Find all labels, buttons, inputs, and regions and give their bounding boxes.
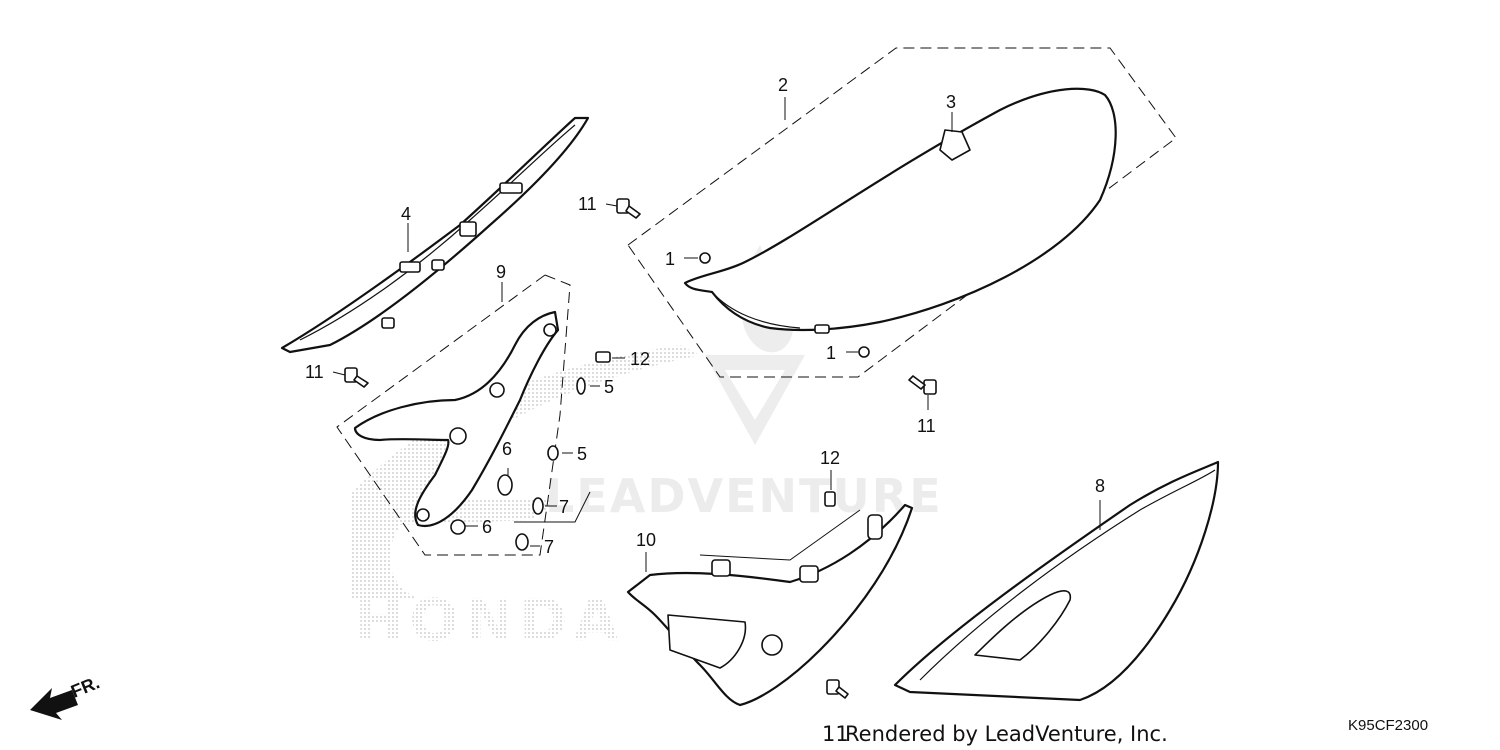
diagram-code: K95CF2300 xyxy=(1348,717,1428,734)
honda-watermark-text: HONDA xyxy=(355,586,624,654)
nut-1-a xyxy=(699,252,711,264)
bolt-11-left xyxy=(344,367,369,388)
bolt-11-right xyxy=(908,375,937,395)
callout-10: 10 xyxy=(636,530,656,550)
callouts: 2 3 4 9 11 1 1 11 11 12 5 5 6 6 7 7 12 8… xyxy=(305,75,1105,557)
footer-credit: Rendered by LeadVenture, Inc. xyxy=(845,722,1168,746)
seat-group-outline xyxy=(627,47,1177,378)
callout-12-b: 12 xyxy=(820,448,840,468)
side-cover-8 xyxy=(893,460,1220,702)
fasteners xyxy=(344,198,937,699)
callout-11-top: 11 xyxy=(578,194,597,214)
nut-1-b xyxy=(858,346,870,358)
callout-6-a: 6 xyxy=(502,439,512,459)
callout-11-left: 11 xyxy=(305,362,324,382)
callout-5-a: 5 xyxy=(604,377,614,397)
bolt-12-a xyxy=(595,351,611,363)
side-rail xyxy=(280,116,590,354)
side-cover-left xyxy=(626,503,914,707)
frame-cover xyxy=(353,310,560,528)
callout-8: 8 xyxy=(1095,476,1105,496)
bolt-12-b xyxy=(824,491,836,507)
v-logo-icon xyxy=(705,355,805,445)
callout-7-b: 7 xyxy=(544,537,554,557)
frame-group-outline xyxy=(336,274,546,556)
callout-6-b: 6 xyxy=(482,517,492,537)
callout-4: 4 xyxy=(401,204,411,224)
bolt-11-bottom xyxy=(826,679,849,699)
grommet-6a xyxy=(497,474,513,496)
callout-11-bottom: 11 xyxy=(822,722,849,746)
front-arrow-label: FR. xyxy=(68,672,102,701)
seat-hook xyxy=(939,129,971,161)
callout-5-b: 5 xyxy=(577,444,587,464)
side-cover-window xyxy=(667,614,747,669)
bolt-11-top xyxy=(616,198,641,219)
honda-wing-logo xyxy=(350,345,700,600)
callout-3: 3 xyxy=(946,92,956,112)
callout-12-a: 12 xyxy=(630,349,650,369)
collar-7b xyxy=(515,533,529,551)
clip-5b xyxy=(547,445,559,461)
front-direction-indicator: FR. xyxy=(30,672,102,720)
callout-1-b: 1 xyxy=(826,343,836,363)
side-cover-8-recess xyxy=(974,590,1072,661)
front-arrow-icon xyxy=(30,688,78,720)
collar-7a xyxy=(532,497,544,515)
callout-2: 2 xyxy=(778,75,788,95)
callout-7-a: 7 xyxy=(559,497,569,517)
grommet-6b xyxy=(450,519,466,535)
seat-assembly xyxy=(627,47,1177,378)
seat xyxy=(683,87,1117,332)
honda-watermark: HONDA xyxy=(350,345,700,654)
leadventure-watermark-text: LEADVENTURE xyxy=(545,469,943,523)
callout-9: 9 xyxy=(496,262,506,282)
callout-11-right: 11 xyxy=(917,416,936,436)
callout-1-a: 1 xyxy=(665,249,675,269)
frame-cover-group xyxy=(336,274,591,556)
callout-leaders xyxy=(332,97,1101,572)
side-cover-right xyxy=(893,460,1220,702)
clip-5a xyxy=(576,377,586,395)
